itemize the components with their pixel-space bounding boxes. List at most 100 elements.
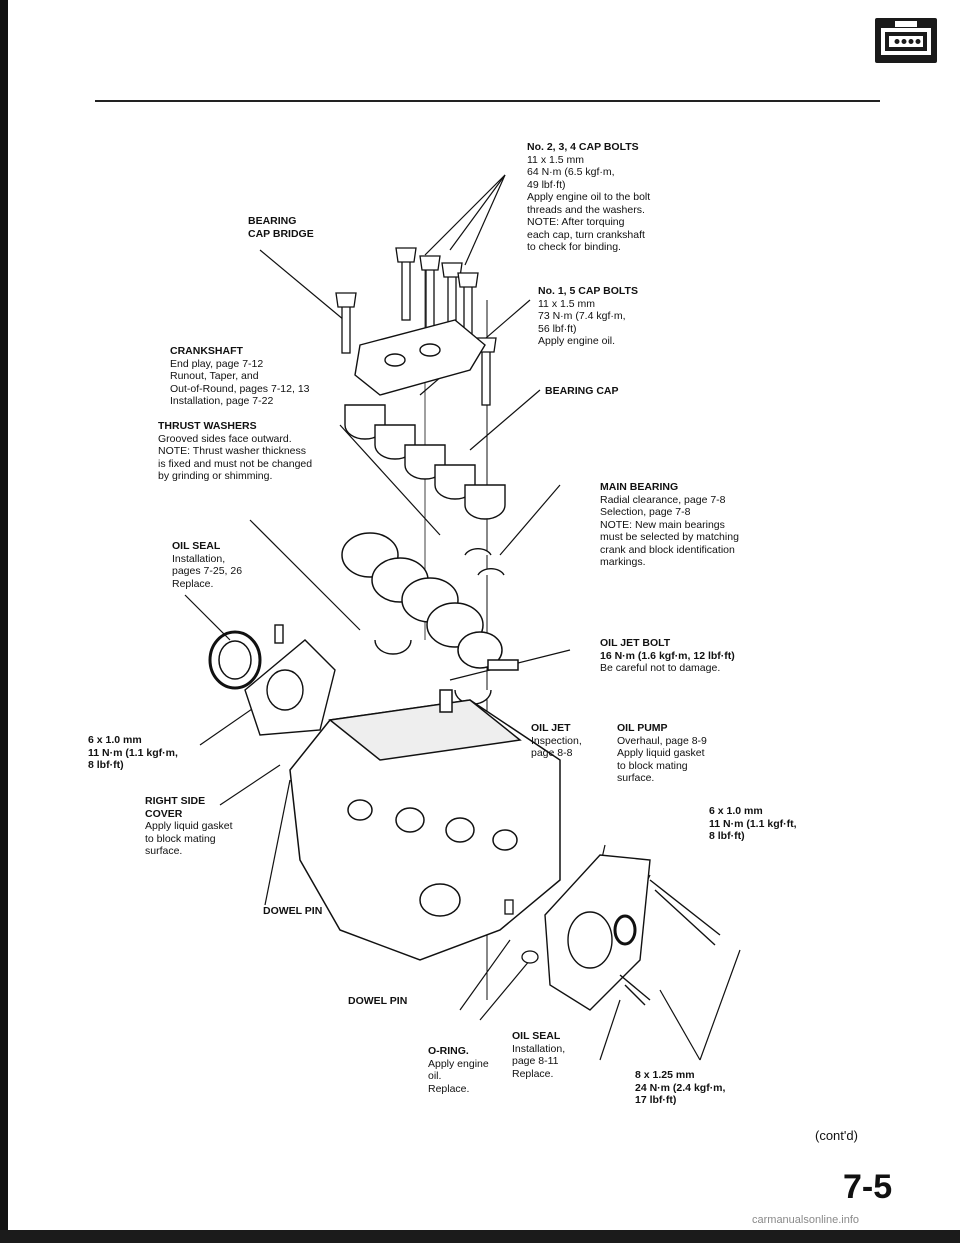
label-line: 49 lbf·ft) (527, 178, 566, 191)
label-line: Replace. (512, 1067, 554, 1080)
label-head: CRANKSHAFT (170, 345, 243, 357)
label-line: page 8-11 (512, 1055, 559, 1067)
label-line: NOTE: New main bearings (600, 518, 725, 531)
label-line: Radial clearance, page 7-8 (600, 493, 726, 506)
label-line: 17 lbf·ft) (635, 1094, 677, 1106)
label-line: Apply engine (428, 1057, 489, 1070)
label-line: to block mating (145, 832, 216, 845)
label-oil-pump: OIL PUMP Overhaul, page 8-9 Apply liquid… (617, 722, 707, 785)
label-cap-bolts-2-3-4: No. 2, 3, 4 CAP BOLTS 11 x 1.5 mm 64 N·m… (527, 141, 650, 254)
label-head: RIGHT SIDE (145, 795, 206, 807)
page-number: 7-5 (843, 1168, 893, 1206)
label-line: Apply engine oil. (538, 335, 616, 347)
label-line: 11 x 1.5 mm (538, 297, 595, 310)
label-head: COVER (145, 807, 183, 820)
label-head: 6 x 1.0 mm (88, 734, 142, 746)
watermark: carmanualsonline.info (752, 1214, 860, 1226)
label-crankshaft: CRANKSHAFT End play, page 7-12 Runout, T… (170, 345, 310, 408)
label-head: No. 2, 3, 4 CAP BOLTS (527, 141, 639, 153)
page-edge-bar (0, 0, 8, 1243)
label-line: 24 N·m (2.4 kgf·m, (635, 1081, 726, 1094)
label-line: Apply engine oil to the bolt (527, 191, 651, 203)
engine-block-tab-icon (875, 18, 937, 63)
label-line: 8 lbf·ft) (709, 830, 745, 842)
label-line: each cap, turn crankshaft (527, 228, 645, 241)
label-head: BEARING (248, 215, 297, 227)
label-line: 11 N·m (1.1 kgf·ft, (709, 817, 797, 830)
label-line: Selection, page 7-8 (600, 506, 691, 518)
page-footer-band (0, 1230, 960, 1243)
label-line: to check for binding. (527, 241, 621, 253)
label-line: Apply liquid gasket (145, 820, 233, 832)
label-oil-seal-pump: OIL SEAL Installation, page 8-11 Replace… (512, 1030, 565, 1080)
label-head: CAP BRIDGE (248, 227, 314, 240)
label-line: pages 7-25, 26 (172, 565, 243, 577)
label-bearing-cap-bridge: BEARING CAP BRIDGE (248, 215, 314, 240)
label-head: No. 1, 5 CAP BOLTS (538, 285, 638, 297)
label-line: Runout, Taper, and (170, 370, 259, 382)
label-oil-jet: OIL JET Inspection, page 8-8 (531, 722, 582, 760)
label-head: O-RING. (428, 1045, 469, 1057)
label-main-bearing: MAIN BEARING Radial clearance, page 7-8 … (600, 481, 739, 569)
label-oil-seal-rear: OIL SEAL Installation, pages 7-25, 26 Re… (172, 540, 242, 590)
label-head: BEARING CAP (545, 385, 619, 397)
label-line: Apply liquid gasket (617, 747, 705, 759)
label-oil-jet-bolt: OIL JET BOLT 16 N·m (1.6 kgf·m, 12 lbf·f… (600, 637, 735, 675)
label-dowel-pin-2: DOWEL PIN (348, 995, 407, 1008)
continued-note: (cont'd) (815, 1128, 858, 1143)
label-line: 64 N·m (6.5 kgf·m, (527, 166, 615, 178)
label-line: 11 N·m (1.1 kgf·m, (88, 746, 178, 759)
label-line: oil. (428, 1070, 442, 1082)
label-line: Out-of-Round, pages 7-12, 13 (170, 382, 310, 395)
label-line: surface. (617, 772, 655, 784)
label-o-ring: O-RING. Apply engine oil. Replace. (428, 1045, 489, 1095)
label-head: OIL JET BOLT (600, 637, 671, 649)
label-line: 73 N·m (7.4 kgf·m, (538, 310, 626, 322)
label-line: NOTE: After torquing (527, 216, 625, 228)
label-head: OIL SEAL (512, 1030, 561, 1042)
label-line: Inspection, (531, 734, 582, 747)
label-line: Installation, (512, 1042, 566, 1055)
label-line: Overhaul, page 8-9 (617, 734, 707, 747)
label-head: OIL SEAL (172, 540, 221, 552)
label-dowel-pin-1: DOWEL PIN (263, 905, 322, 918)
label-torque: 16 N·m (1.6 kgf·m, 12 lbf·ft) (600, 649, 735, 662)
label-head: OIL PUMP (617, 722, 668, 734)
label-head: MAIN BEARING (600, 481, 679, 493)
label-line: is fixed and must not be changed (158, 457, 313, 470)
label-line: surface. (145, 845, 183, 857)
label-head: THRUST WASHERS (158, 420, 257, 432)
label-side-cover-bolt: 6 x 1.0 mm 11 N·m (1.1 kgf·m, 8 lbf·ft) (88, 734, 178, 772)
label-line: Installation, page 7-22 (170, 395, 274, 407)
header-rule (95, 100, 880, 102)
label-line: End play, page 7-12 (170, 357, 264, 370)
label-line: markings. (600, 556, 646, 568)
label-pump-bolt-small: 6 x 1.0 mm 11 N·m (1.1 kgf·ft, 8 lbf·ft) (709, 805, 797, 843)
label-line: 8 lbf·ft) (88, 759, 124, 771)
label-line: to block mating (617, 759, 688, 772)
label-line: 11 x 1.5 mm (527, 153, 584, 166)
label-line: Be careful not to damage. (600, 662, 721, 674)
label-head: DOWEL PIN (263, 905, 323, 917)
label-head: OIL JET (531, 722, 571, 734)
label-pump-bolt-large: 8 x 1.25 mm 24 N·m (2.4 kgf·m, 17 lbf·ft… (635, 1069, 725, 1107)
label-line: threads and the washers. (527, 203, 645, 216)
label-head: 6 x 1.0 mm (709, 805, 763, 817)
label-head: 8 x 1.25 mm (635, 1069, 695, 1081)
label-line: 56 lbf·ft) (538, 322, 577, 335)
label-thrust-washers: THRUST WASHERS Grooved sides face outwar… (158, 420, 312, 483)
label-line: Installation, (172, 552, 226, 565)
label-line: crank and block identification (600, 543, 735, 556)
label-right-side-cover: RIGHT SIDE COVER Apply liquid gasket to … (145, 795, 233, 858)
label-line: NOTE: Thrust washer thickness (158, 445, 307, 457)
label-line: Replace. (428, 1082, 470, 1095)
label-head: DOWEL PIN (348, 995, 408, 1007)
label-cap-bolts-1-5: No. 1, 5 CAP BOLTS 11 x 1.5 mm 73 N·m (7… (538, 285, 638, 348)
label-line: by grinding or shimming. (158, 470, 273, 482)
label-line: must be selected by matching (600, 531, 739, 543)
label-line: Grooved sides face outward. (158, 432, 292, 445)
label-line: page 8-8 (531, 747, 573, 759)
label-bearing-cap: BEARING CAP (545, 385, 619, 398)
label-line: Replace. (172, 577, 214, 590)
